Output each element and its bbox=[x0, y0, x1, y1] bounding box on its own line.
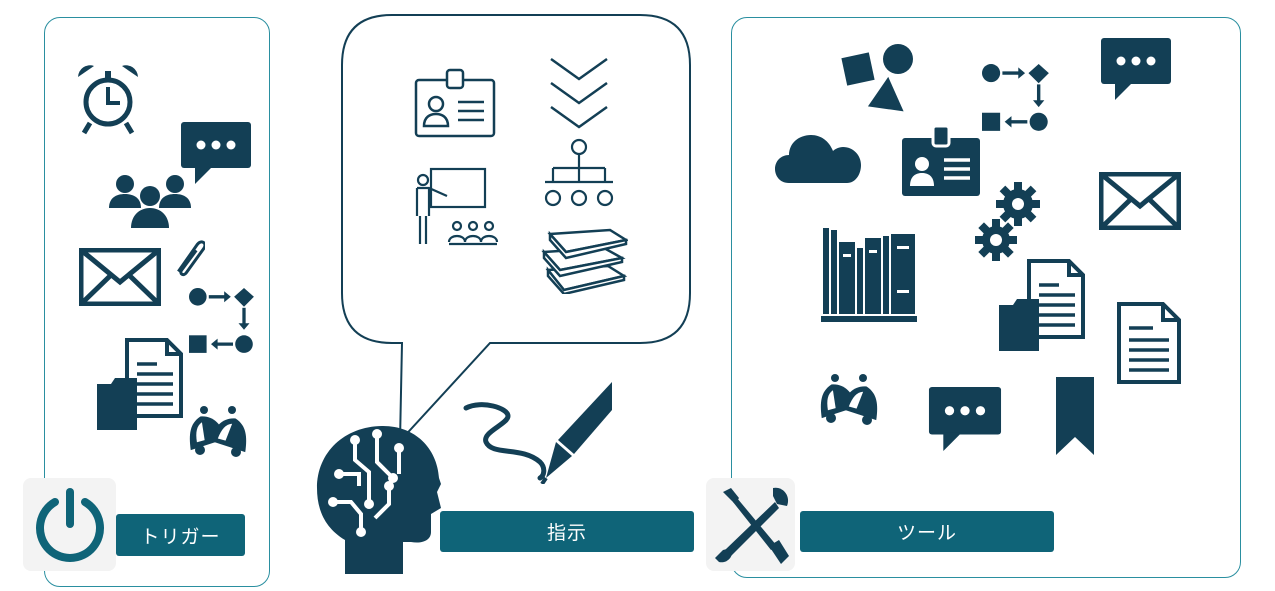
id-card-icon bbox=[414, 68, 496, 138]
pen-icon bbox=[462, 380, 614, 484]
document-icon bbox=[1117, 302, 1181, 384]
gears-icon bbox=[972, 180, 1044, 264]
cloud-icon bbox=[775, 131, 861, 183]
bells-icon bbox=[809, 368, 889, 430]
envelope-icon bbox=[79, 248, 161, 306]
id-card-icon bbox=[900, 126, 982, 198]
folder-document-icon bbox=[999, 259, 1085, 351]
workflow-icon bbox=[189, 287, 255, 355]
alarm-clock-icon bbox=[74, 63, 142, 135]
hierarchy-icon bbox=[543, 138, 615, 208]
people-group-icon bbox=[107, 174, 193, 228]
trigger-panel bbox=[44, 17, 270, 587]
trigger-label: トリガー bbox=[116, 514, 245, 556]
teacher-icon bbox=[411, 166, 499, 248]
tools-icon bbox=[711, 484, 791, 566]
bookmark-icon bbox=[1054, 377, 1096, 455]
paperclip-icon bbox=[171, 233, 205, 281]
tools-label: ツール bbox=[800, 511, 1054, 552]
envelope-icon bbox=[1099, 172, 1181, 230]
workflow-icon bbox=[982, 63, 1050, 133]
shapes-icon bbox=[840, 43, 916, 113]
chat-bubble-icon bbox=[1101, 38, 1171, 100]
bookshelf-icon bbox=[821, 228, 917, 322]
speech-bubble bbox=[340, 13, 692, 443]
instruction-label: 指示 bbox=[440, 511, 694, 552]
folder-document-icon bbox=[97, 338, 183, 430]
chevrons-down-icon bbox=[549, 55, 609, 133]
books-icon bbox=[538, 218, 628, 294]
chat-bubble-icon bbox=[927, 387, 1003, 451]
power-icon bbox=[29, 484, 111, 566]
tools-panel bbox=[731, 17, 1241, 578]
ai-head-icon bbox=[315, 422, 443, 574]
bells-icon bbox=[178, 400, 258, 462]
